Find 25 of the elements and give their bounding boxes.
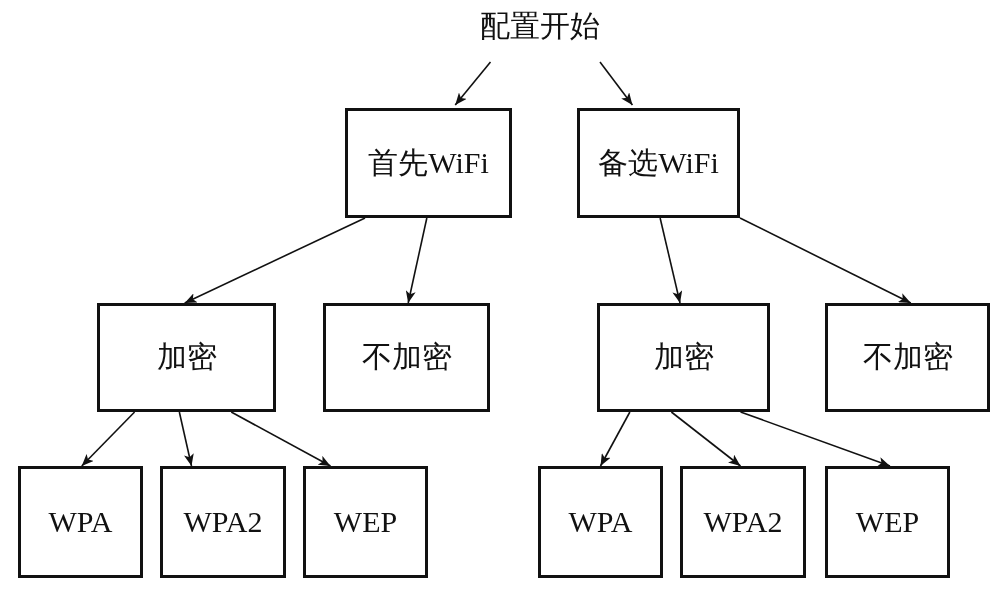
process-box: WPA2 [160,466,286,578]
arrow [659,217,683,304]
arrow [599,411,631,467]
process-box: WPA [538,466,663,578]
start-label: 配置开始 [465,5,615,47]
arrow [178,411,194,467]
arrow [739,411,891,467]
process-box: 加密 [597,303,770,412]
arrow [80,411,136,467]
arrow [670,411,742,467]
process-box: 不加密 [323,303,490,412]
arrow [454,61,492,106]
process-box: WEP [303,466,428,578]
arrow [405,217,428,304]
arrow [739,217,912,304]
process-box: WPA [18,466,143,578]
process-box: WPA2 [680,466,806,578]
process-box: 首先WiFi [345,108,512,218]
arrow [230,411,332,467]
process-box: 不加密 [825,303,990,412]
process-box: WEP [825,466,950,578]
process-box: 备选WiFi [577,108,740,218]
arrow [183,217,366,304]
arrow [599,61,634,106]
process-box: 加密 [97,303,276,412]
